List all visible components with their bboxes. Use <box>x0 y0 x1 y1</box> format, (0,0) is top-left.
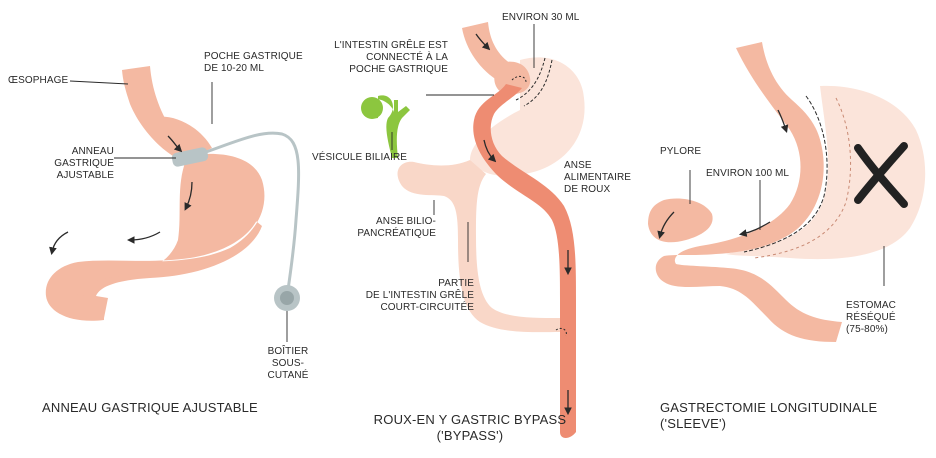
label-intestin-connecte: L'INTESTIN GRÊLE EST CONNECTÉ À LA POCHE… <box>312 40 448 76</box>
label-anse-alimentaire: ANSE ALIMENTAIRE DE ROUX <box>564 160 631 196</box>
label-environ-30: ENVIRON 30 ML <box>502 12 579 24</box>
gastric-band-illustration <box>46 66 300 342</box>
label-partie-court-circuitee: PARTIE DE L'INTESTIN GRÊLE COURT-CIRCUIT… <box>364 278 474 314</box>
label-oesophage: ŒSOPHAGE <box>8 75 68 87</box>
label-environ-100: ENVIRON 100 ML <box>706 168 789 180</box>
flow-arrow <box>52 232 68 252</box>
subcutaneous-port-inner <box>280 291 294 305</box>
label-boitier: BOÎTIER SOUS-CUTANÉ <box>252 346 324 382</box>
panel-title-sleeve: GASTRECTOMIE LONGITUDINALE ('SLEEVE') <box>660 400 936 432</box>
label-vesicule-biliaire: VÉSICULE BILIAIRE <box>312 152 407 164</box>
panel-title-anneau: ANNEAU GASTRIQUE AJUSTABLE <box>42 400 258 416</box>
gallbladder-sac <box>361 97 383 119</box>
panel-title-bypass: ROUX-EN Y GASTRIC BYPASS ('BYPASS') <box>372 412 568 444</box>
sleeve-stomach-shape <box>656 42 842 342</box>
label-anneau-gastrique: ANNEAU GASTRIQUE AJUSTABLE <box>14 146 114 182</box>
label-anse-bilio: ANSE BILIO- PANCRÉATIQUE <box>346 216 436 240</box>
sleeve-illustration <box>648 42 925 342</box>
pylorus-region-shape <box>648 199 713 243</box>
label-pylore: PYLORE <box>660 146 701 158</box>
leader-line <box>70 81 128 84</box>
label-poche-gastrique: POCHE GASTRIQUE DE 10-20 ML <box>204 51 303 75</box>
flow-arrow <box>130 232 160 240</box>
label-estomac-reseque: ESTOMAC RÉSÉQUÉ (75-80%) <box>846 300 936 336</box>
